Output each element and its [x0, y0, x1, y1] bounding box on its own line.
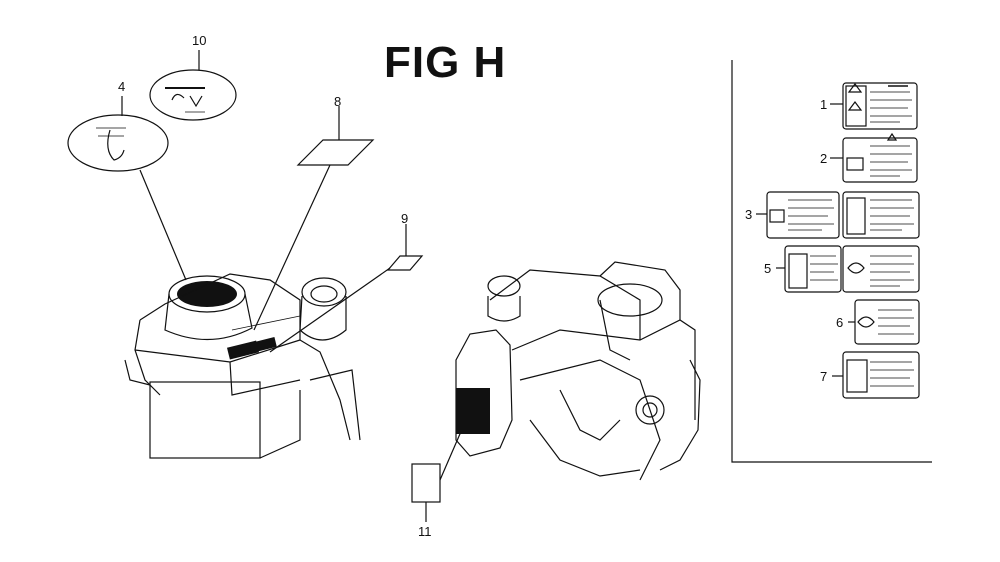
engine-right-view [455, 261, 701, 481]
figure-title: FIG H [384, 38, 507, 87]
callout-5: 5 [764, 261, 772, 276]
callout-4: 4 [118, 79, 126, 94]
callout-6: 6 [836, 315, 844, 330]
engine-left-view [124, 273, 361, 459]
safety-label-5 [784, 245, 920, 293]
callout-8: 8 [334, 94, 342, 109]
safety-label-2 [842, 132, 918, 183]
safety-label-7 [842, 351, 920, 399]
callout-11: 11 [418, 524, 432, 539]
callout-3: 3 [745, 207, 753, 222]
label-9-sticker [386, 255, 424, 271]
safety-label-3 [766, 191, 920, 239]
safety-label-1 [842, 82, 918, 130]
gcv-emblem [149, 69, 237, 121]
callout-7: 7 [820, 369, 828, 384]
label-8-sticker [296, 139, 375, 166]
label-11-sticker [411, 463, 441, 503]
callout-1: 1 [820, 97, 828, 112]
callout-2: 2 [820, 151, 828, 166]
inset-panel-border [731, 60, 932, 463]
callout-10: 10 [192, 33, 207, 48]
callout-9: 9 [401, 211, 409, 226]
honda-emblem [67, 114, 169, 172]
safety-label-6 [854, 299, 920, 345]
